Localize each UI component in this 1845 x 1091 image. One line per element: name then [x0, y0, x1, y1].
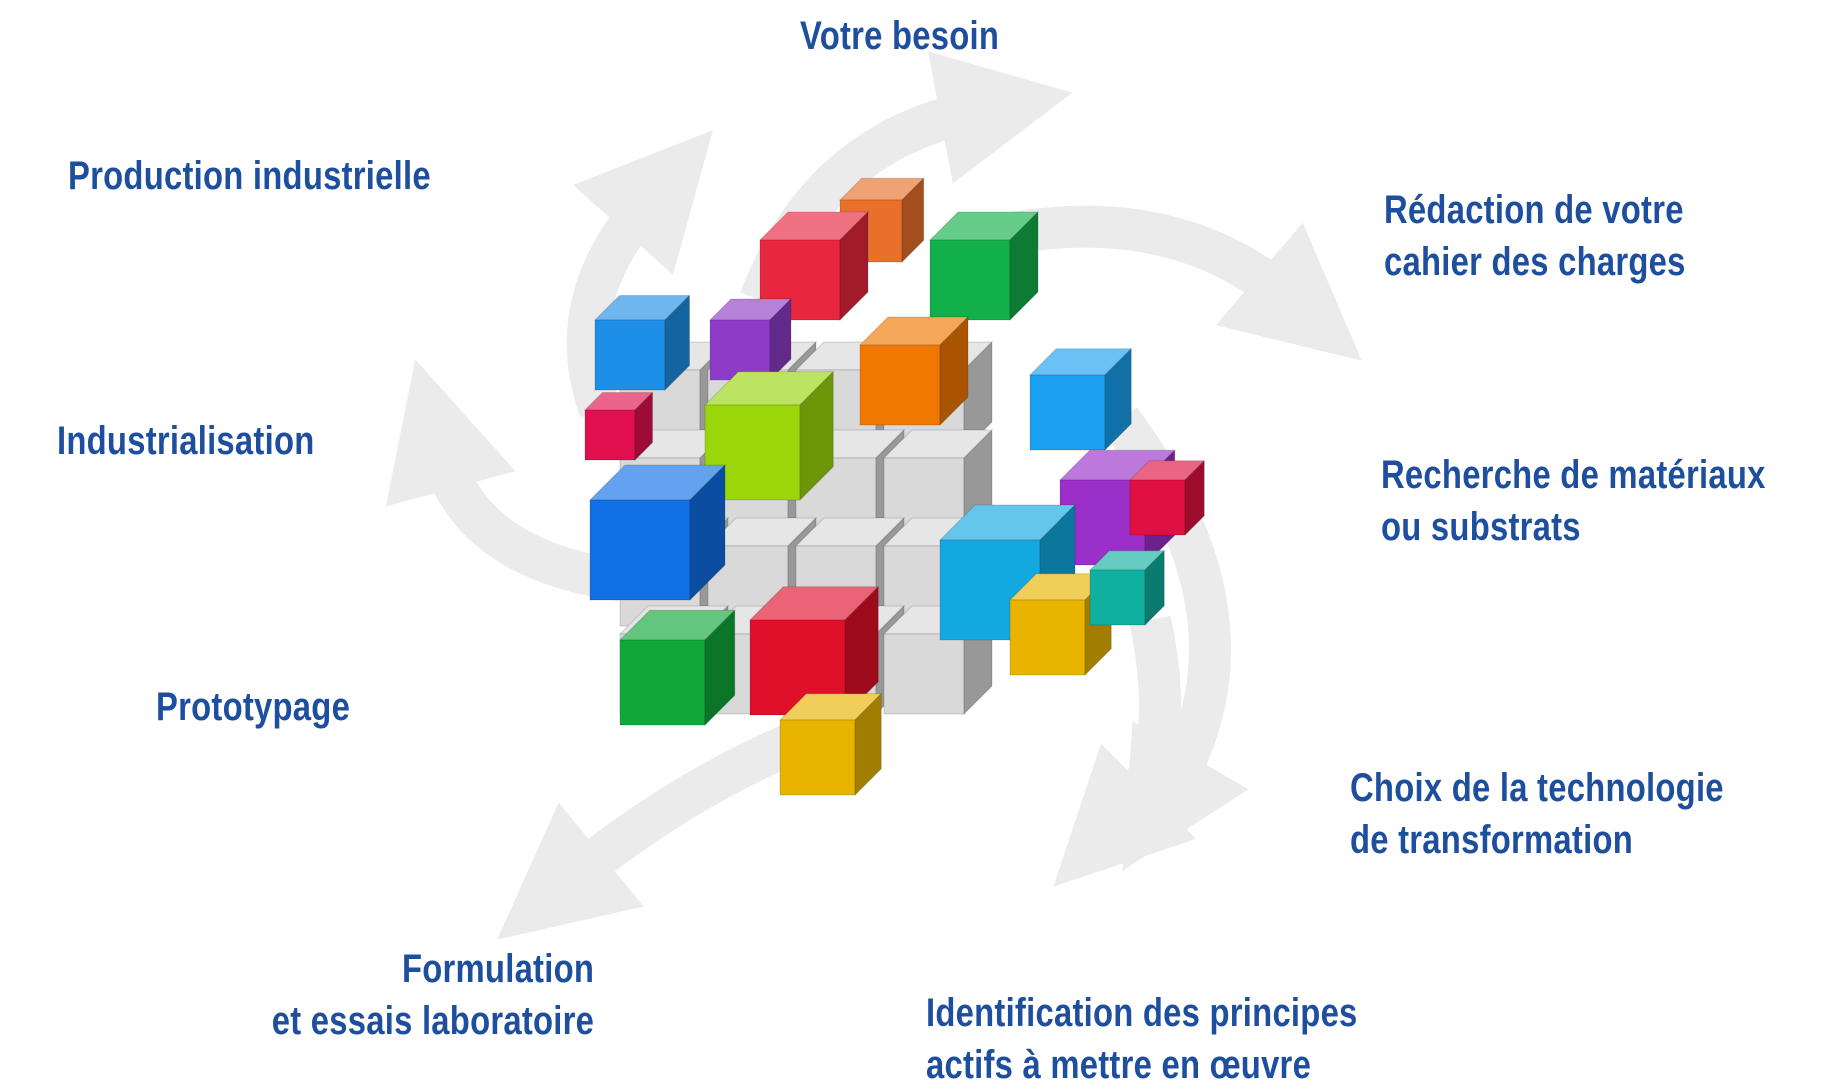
step-industrialisation-label: Industrialisation	[57, 415, 315, 467]
step-spec-label: Rédaction de votre cahier des charges	[1384, 184, 1686, 288]
label-line: ou substrats	[1381, 505, 1581, 549]
cube	[588, 463, 727, 602]
step-materials-label: Recherche de matériaux ou substrats	[1381, 449, 1766, 553]
step-technology-label: Choix de la technologie de transformation	[1350, 762, 1724, 866]
label-line: Identification des principes	[926, 991, 1358, 1035]
cube-cluster	[583, 177, 1206, 797]
cube	[1028, 347, 1133, 452]
cube	[618, 609, 736, 727]
label-line: Industrialisation	[57, 419, 315, 463]
cube	[703, 370, 835, 502]
arrow-left	[385, 359, 623, 601]
cube	[778, 692, 883, 797]
cube	[583, 391, 654, 462]
label-line: actifs à mettre en œuvre	[926, 1043, 1312, 1087]
label-line: Formulation	[401, 947, 594, 991]
arrow-bottom-left	[497, 720, 809, 940]
arrow-top-left	[566, 130, 713, 418]
cube	[708, 297, 793, 382]
step-need-label: Votre besoin	[800, 10, 999, 62]
label-line: Votre besoin	[800, 14, 1000, 58]
label-line: de transformation	[1350, 818, 1634, 862]
cube	[748, 585, 880, 717]
arrow-bottom-right	[1053, 615, 1197, 887]
cube	[593, 294, 691, 392]
cube	[1128, 459, 1206, 537]
label-line: et essais laboratoire	[271, 999, 594, 1043]
step-prototyping-label: Prototypage	[156, 681, 350, 733]
label-line: Prototypage	[156, 685, 351, 729]
step-actives-label: Identification des principes actifs à met…	[926, 987, 1358, 1091]
label-line: Choix de la technologie	[1350, 766, 1724, 810]
cube	[858, 315, 970, 427]
label-line: Production industrielle	[68, 154, 431, 198]
cube	[928, 210, 1040, 322]
label-line: cahier des charges	[1384, 240, 1686, 284]
cube	[838, 177, 925, 264]
cube	[1088, 549, 1166, 627]
label-line: Recherche de matériaux	[1381, 453, 1766, 497]
step-production-label: Production industrielle	[68, 150, 431, 202]
label-line: Rédaction de votre	[1384, 188, 1684, 232]
step-formulation-label: Formulation et essais laboratoire	[272, 943, 594, 1047]
